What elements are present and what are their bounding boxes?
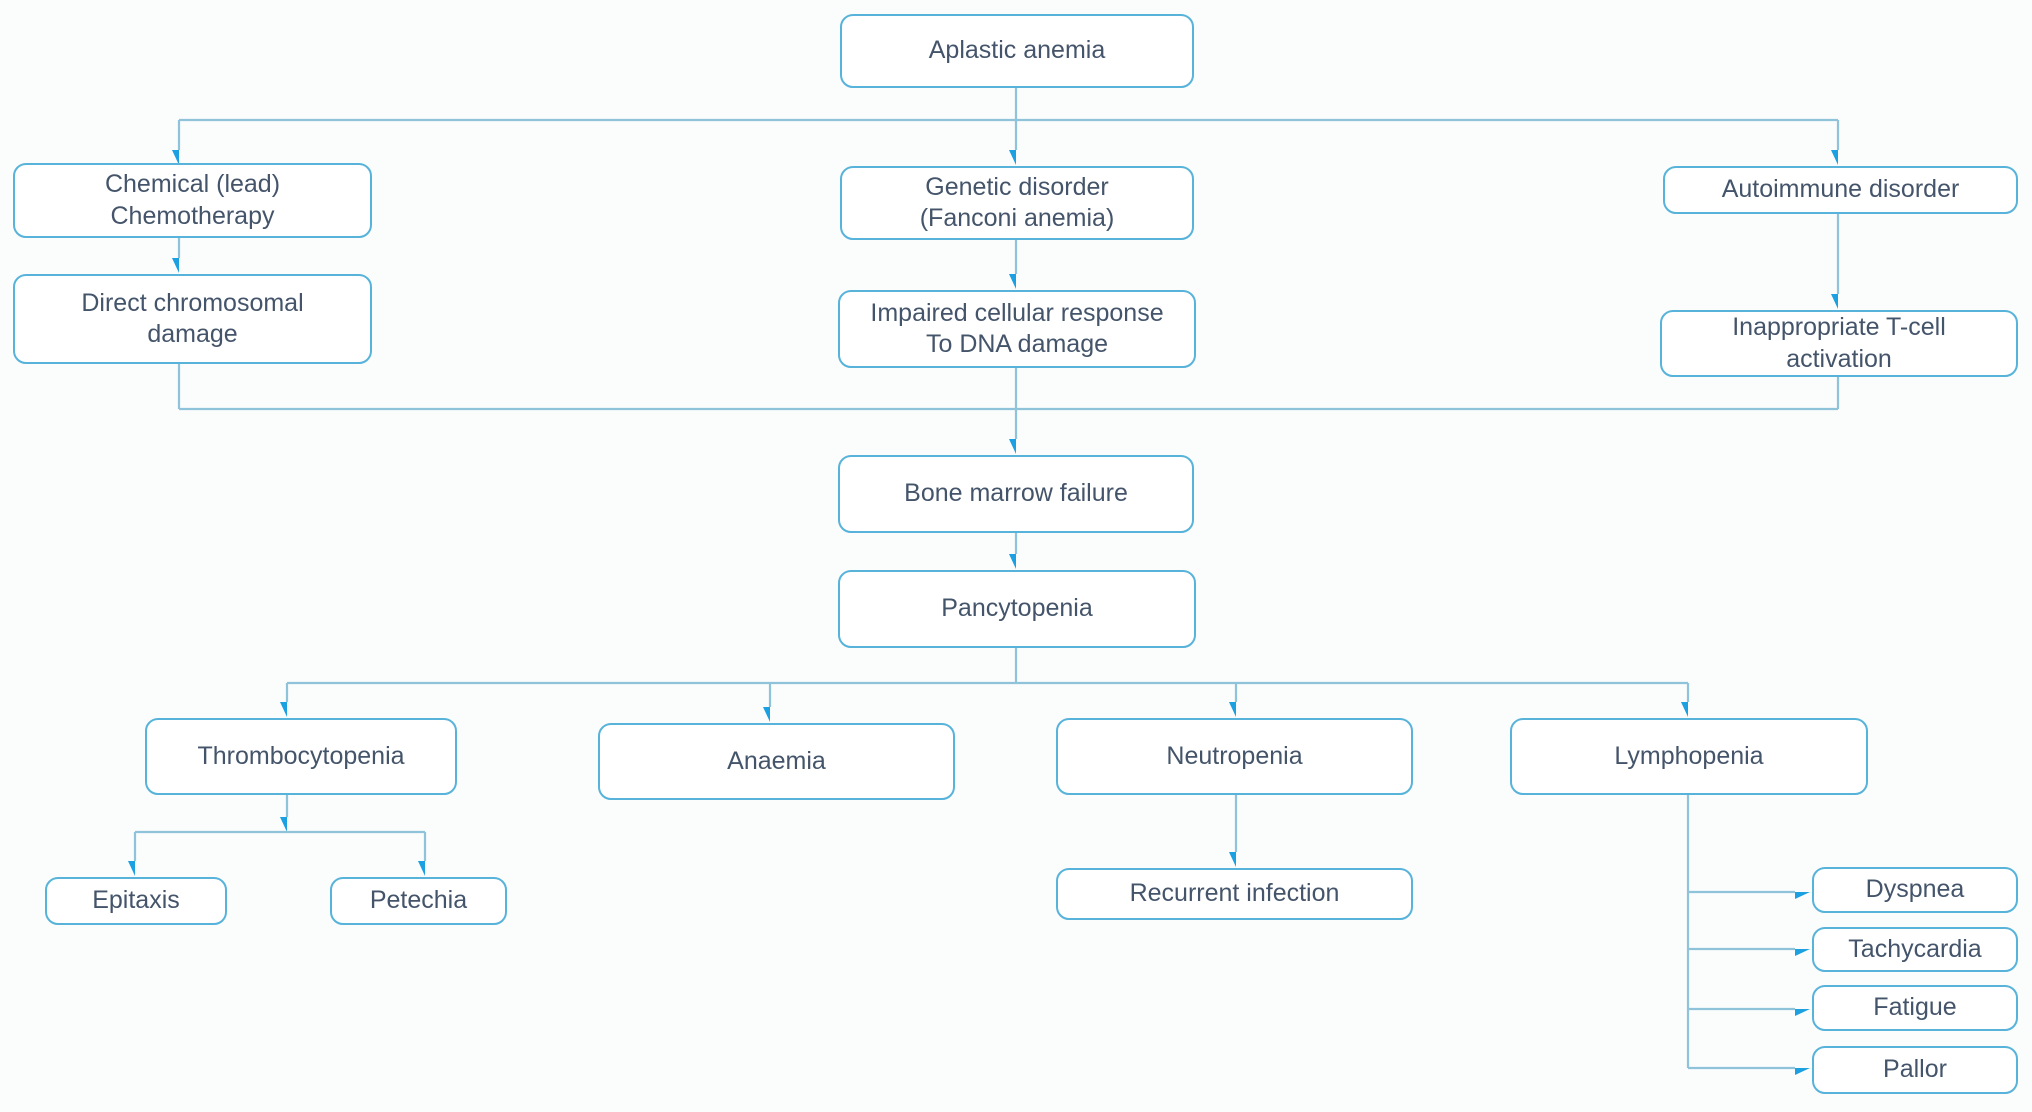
node-pallor: Pallor (1812, 1046, 2018, 1094)
node-chemical-chemotherapy: Chemical (lead) Chemotherapy (13, 163, 372, 238)
node-anaemia: Anaemia (598, 723, 955, 800)
node-autoimmune-disorder: Autoimmune disorder (1663, 166, 2018, 214)
connector-group-top-hub (179, 88, 1840, 150)
node-thrombocytopenia: Thrombocytopenia (145, 718, 457, 795)
node-bone-marrow-failure: Bone marrow failure (838, 455, 1194, 533)
connector-group-merge (177, 364, 1840, 439)
node-lymphopenia: Lymphopenia (1510, 718, 1868, 795)
node-direct-chromosomal-damage: Direct chromosomal damage (13, 274, 372, 364)
node-impaired-cellular-response: Impaired cellular response To DNA damage (838, 290, 1196, 368)
node-dyspnea: Dyspnea (1812, 867, 2018, 913)
node-tachycardia: Tachycardia (1812, 927, 2018, 972)
node-genetic-disorder: Genetic disorder (Fanconi anemia) (840, 166, 1194, 240)
node-epitaxis: Epitaxis (45, 877, 227, 925)
connector-group-distribution (287, 648, 1690, 707)
node-inappropriate-tcell-activation: Inappropriate T-cell activation (1660, 310, 2018, 377)
node-recurrent-infection: Recurrent infection (1056, 868, 1413, 920)
node-neutropenia: Neutropenia (1056, 718, 1413, 795)
node-petechia: Petechia (330, 877, 507, 925)
connector-group-thrombocytopenia (135, 795, 427, 861)
connector-group-lymphopenia (1686, 795, 1795, 1068)
node-fatigue: Fatigue (1812, 985, 2018, 1031)
node-aplastic-anemia: Aplastic anemia (840, 14, 1194, 88)
node-pancytopenia: Pancytopenia (838, 570, 1196, 648)
